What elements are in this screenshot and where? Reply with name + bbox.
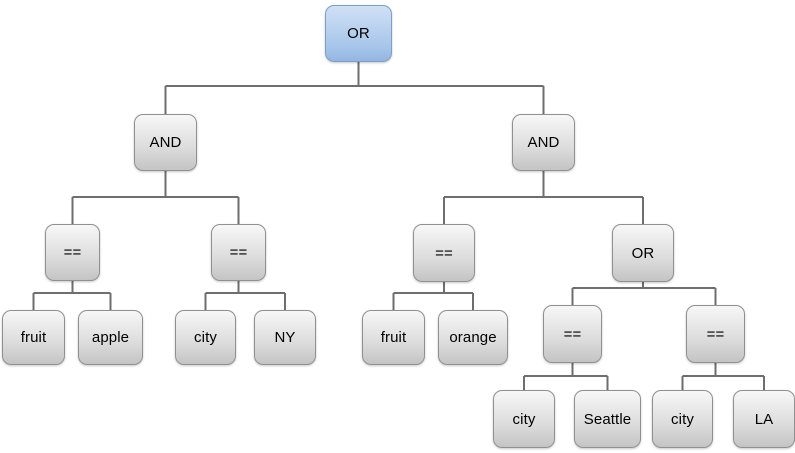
tree-node-label: apple <box>91 329 130 346</box>
tree-node-city-n17[interactable]: city <box>652 390 713 448</box>
tree-node-label: LA <box>754 410 774 428</box>
tree-node-label: OR <box>347 25 370 42</box>
tree-node--n14[interactable]: == <box>686 305 745 363</box>
tree-node-label: city <box>671 410 694 428</box>
tree-node-label: fruit <box>20 329 47 346</box>
tree-node-or-n0[interactable]: OR <box>325 5 392 62</box>
tree-node-and-n1[interactable]: AND <box>134 114 197 171</box>
tree-node--n4[interactable]: == <box>211 224 266 281</box>
tree-node-label: city <box>194 329 217 346</box>
tree-node-label: NY <box>274 329 296 346</box>
tree-node-label: AND <box>149 134 182 151</box>
tree-node-city-n15[interactable]: city <box>493 390 555 448</box>
tree-node-city-n9[interactable]: city <box>175 310 236 365</box>
tree-node-label: == <box>435 244 453 262</box>
tree-node-label: orange <box>449 329 497 346</box>
tree-node-fruit-n7[interactable]: fruit <box>2 310 65 365</box>
tree-node-apple-n8[interactable]: apple <box>78 310 143 365</box>
tree-node--n3[interactable]: == <box>45 224 100 281</box>
tree-node-label: city <box>512 410 536 428</box>
tree-node--n13[interactable]: == <box>543 305 602 363</box>
tree-node-or-n6[interactable]: OR <box>612 224 674 282</box>
tree-node-label: fruit <box>380 329 407 346</box>
tree-node-seattle-n16[interactable]: Seattle <box>574 390 641 448</box>
tree-node-la-n18[interactable]: LA <box>733 390 795 448</box>
tree-node-label: AND <box>527 134 560 151</box>
tree-node-label: OR <box>631 244 655 262</box>
tree-node--n5[interactable]: == <box>413 224 475 282</box>
tree-node-orange-n12[interactable]: orange <box>438 310 508 365</box>
tree-node-label: == <box>563 325 582 343</box>
tree-node-and-n2[interactable]: AND <box>512 114 575 171</box>
tree-node-label: == <box>706 325 725 343</box>
tree-node-label: == <box>229 244 248 261</box>
tree-node-fruit-n11[interactable]: fruit <box>362 310 425 365</box>
tree-node-label: Seattle <box>583 410 632 428</box>
tree-node-ny-n10[interactable]: NY <box>254 310 316 365</box>
tree-node-label: == <box>63 244 82 261</box>
